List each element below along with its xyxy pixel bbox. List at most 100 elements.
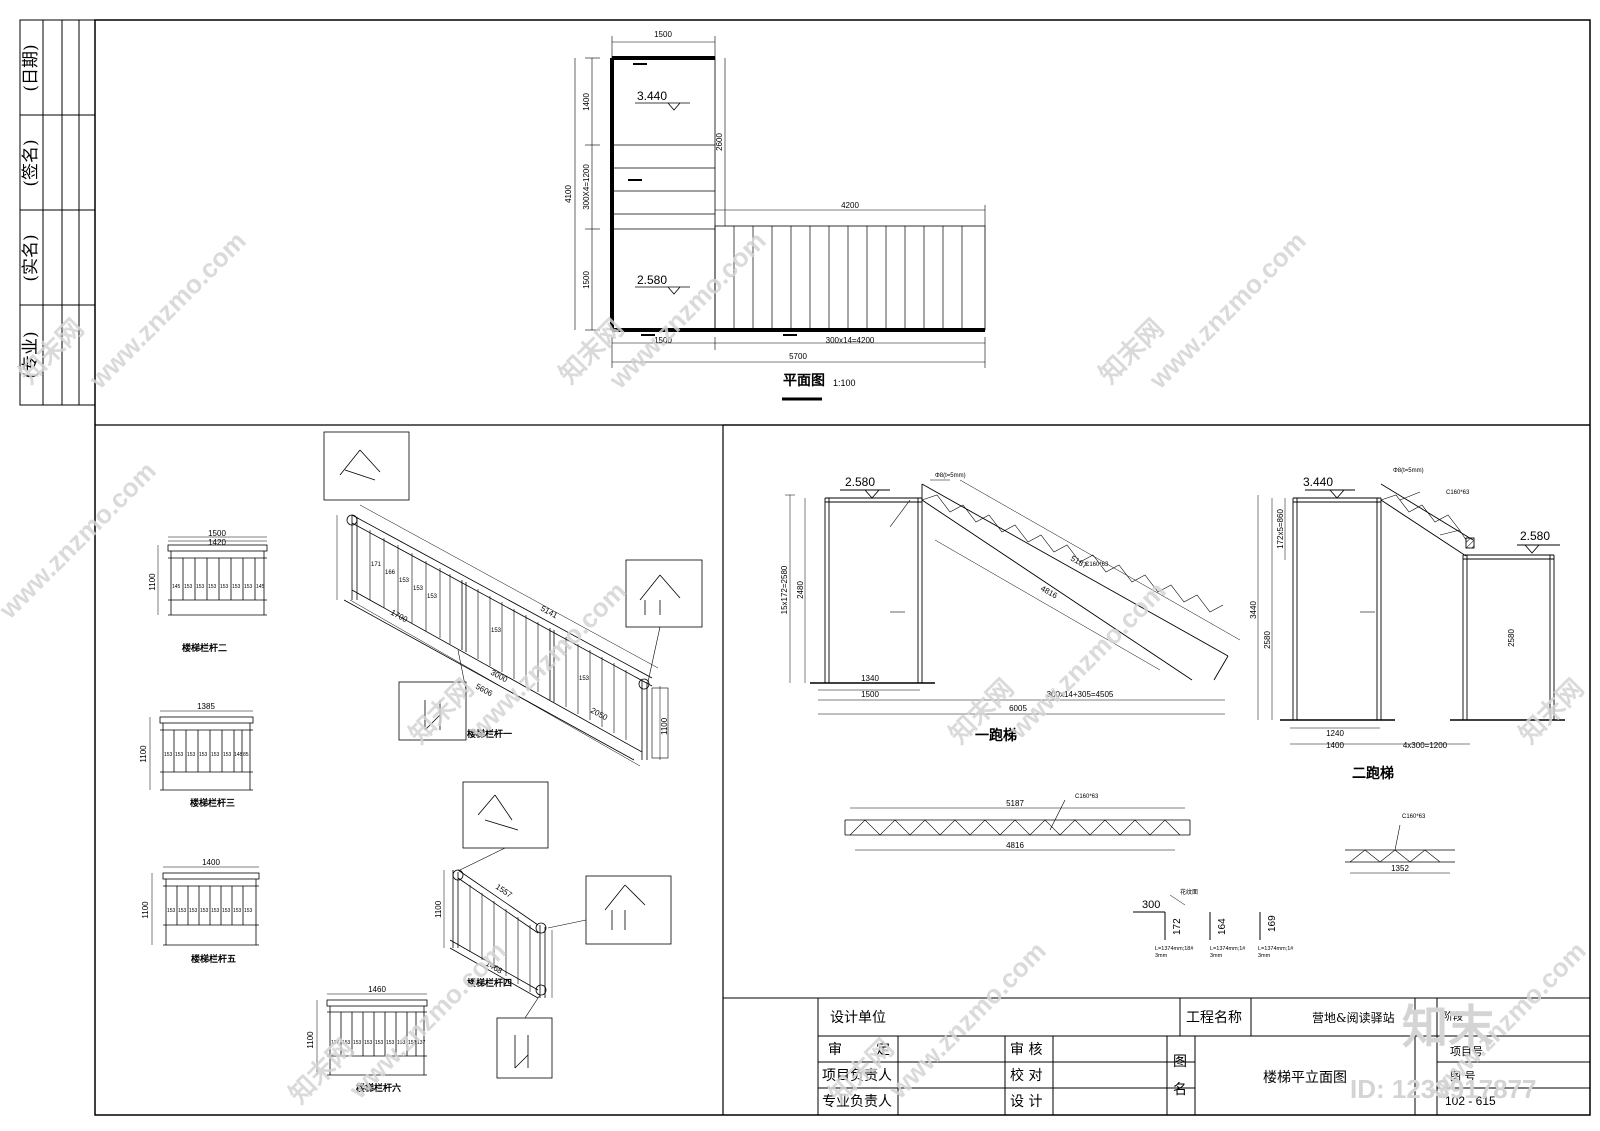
- r1-post: 153: [399, 578, 410, 584]
- r5-bay: 153: [233, 908, 242, 914]
- stair1-diag-lower: 4816: [1039, 584, 1059, 601]
- r6-bay: 153: [364, 1040, 373, 1046]
- r6-w: 1460: [368, 985, 386, 994]
- r1-run-low: 2050: [589, 706, 609, 723]
- tread-face: 花纹面: [1180, 888, 1198, 896]
- plan-dim-bottom-run: 300x14=4200: [826, 336, 875, 345]
- tb-drawing-name-label2: 名: [1173, 1082, 1187, 1098]
- r5-bay: 153: [211, 908, 220, 914]
- railing-2: [157, 536, 268, 616]
- watermark-text: www.znzmo.com: [82, 226, 251, 395]
- tread-thk2: 3mm: [1210, 953, 1223, 959]
- r6-h: 1100: [306, 1031, 315, 1049]
- sheet-frame: [94, 19, 1591, 1116]
- stair2-bottom-run: 4x300=1200: [1403, 741, 1448, 750]
- r5-bay: 153: [189, 908, 198, 914]
- tb-check: 校 对: [1010, 1067, 1042, 1084]
- stair2-bottom-b: 1400: [1326, 741, 1344, 750]
- watermark-text: www.znzmo.com: [0, 456, 162, 625]
- stringer-detail-1: [844, 799, 1191, 851]
- stair2-dim-steps: 172x5=860: [1276, 509, 1285, 549]
- r4-label: 楼梯栏杆四: [467, 977, 512, 989]
- r1-post: 153: [413, 586, 424, 592]
- strip-date-label: (日期): [21, 44, 41, 91]
- r3-bay: 153: [223, 752, 232, 758]
- r1-post: 171: [371, 562, 382, 568]
- r2-bay: 153: [196, 584, 205, 590]
- r2-h: 1100: [148, 573, 157, 591]
- stair2-elevation: [1257, 483, 1565, 745]
- r5-bay: 153: [200, 908, 209, 914]
- r3-bay: 85: [243, 752, 249, 758]
- stair1-bottom-b: 1500: [861, 690, 879, 699]
- r1-post: 153: [579, 676, 590, 682]
- r2-bay: 153: [208, 584, 217, 590]
- plan-dim-bottom-left: 1500: [654, 336, 672, 345]
- r3-bay: 153: [187, 752, 196, 758]
- tread-thk3: 3mm: [1258, 953, 1271, 959]
- side-strip: [19, 19, 96, 406]
- tb-review: 审 核: [1010, 1042, 1042, 1058]
- r6-bay: 153: [375, 1040, 384, 1046]
- tb-drawing-name: 楼梯平立面图: [1263, 1070, 1347, 1086]
- railing-1: [323, 431, 703, 767]
- tb-drawing-no-label: 图 号: [1450, 1070, 1476, 1083]
- plan-title: 平面图: [783, 373, 825, 389]
- r3-label: 楼梯栏杆三: [190, 797, 235, 809]
- r2-bay: 153: [232, 584, 241, 590]
- stringer-detail-2: [1345, 824, 1455, 874]
- r5-label: 楼梯栏杆五: [191, 953, 236, 965]
- r6-bay: 153: [386, 1040, 395, 1046]
- plan-dim-left-steps: 300X4=1200: [582, 164, 591, 210]
- stair1-elevation: [785, 479, 1241, 715]
- railing-4: [443, 781, 672, 1079]
- watermark-text: www.znzmo.com: [342, 936, 511, 1105]
- r1-post: 153: [491, 628, 502, 634]
- plan-dim-left-total: 4100: [564, 185, 573, 203]
- railing-3: [149, 710, 254, 791]
- r2-bay: 153: [184, 584, 193, 590]
- stair2-dim-total: 3440: [1249, 601, 1258, 619]
- plan-dim-left-top: 1400: [582, 93, 591, 111]
- railing-5: [151, 866, 260, 946]
- watermark-brand: 知末网: [1513, 673, 1589, 749]
- stair1-bottom-a: 1340: [861, 674, 879, 683]
- tb-design-unit: 设计单位: [830, 1010, 886, 1026]
- railing-6: [316, 993, 428, 1076]
- r2-bay: 145: [172, 584, 181, 590]
- r6-label: 楼梯栏杆六: [356, 1082, 401, 1094]
- stair1-elev: 2.580: [845, 475, 875, 489]
- r5-w: 1400: [202, 858, 220, 867]
- tb-design: 设 计: [1010, 1094, 1042, 1110]
- r6-bay: 137: [331, 1040, 340, 1046]
- stair2-dim-low: 2580: [1263, 631, 1272, 649]
- watermark-text: www.znzmo.com: [1142, 226, 1311, 395]
- tb-prof-lead: 专业负责人: [822, 1094, 892, 1110]
- tb-project-no-label: 项目号: [1450, 1045, 1483, 1058]
- r5-bay: 153: [167, 908, 176, 914]
- r2-bay: 153: [220, 584, 229, 590]
- r1-post: 153: [427, 594, 438, 600]
- tread-h1: 172: [1172, 918, 1183, 935]
- stringer1-top: 5187: [1006, 799, 1024, 808]
- stair2-bottom-a: 1240: [1326, 729, 1344, 738]
- tread-thk1: 3mm: [1155, 953, 1168, 959]
- stringer2-channel: C160*63: [1402, 814, 1426, 820]
- r3-bay: 153: [164, 752, 173, 758]
- r1-label: 楼梯栏杆一: [467, 728, 512, 740]
- plan-dim-top: 1500: [654, 30, 672, 39]
- r3-w: 1385: [197, 702, 215, 711]
- stair2-label: 二跑梯: [1352, 765, 1394, 782]
- r3-h: 1100: [139, 745, 148, 763]
- tread-h3: 169: [1267, 915, 1278, 932]
- plan-scale: 1:100: [833, 378, 856, 388]
- stair1-bottom-total: 6005: [1009, 704, 1027, 713]
- stair2-elev-top: 3.440: [1303, 475, 1333, 489]
- r2-w1: 1500: [208, 529, 226, 538]
- tb-drawing-no: 102 - 615: [1445, 1094, 1496, 1108]
- r4-height: 1100: [434, 900, 443, 918]
- strip-name-label: (实名): [21, 234, 41, 281]
- r2-w2: 1420: [208, 538, 226, 547]
- plan-dim-bottom-total: 5700: [789, 352, 807, 361]
